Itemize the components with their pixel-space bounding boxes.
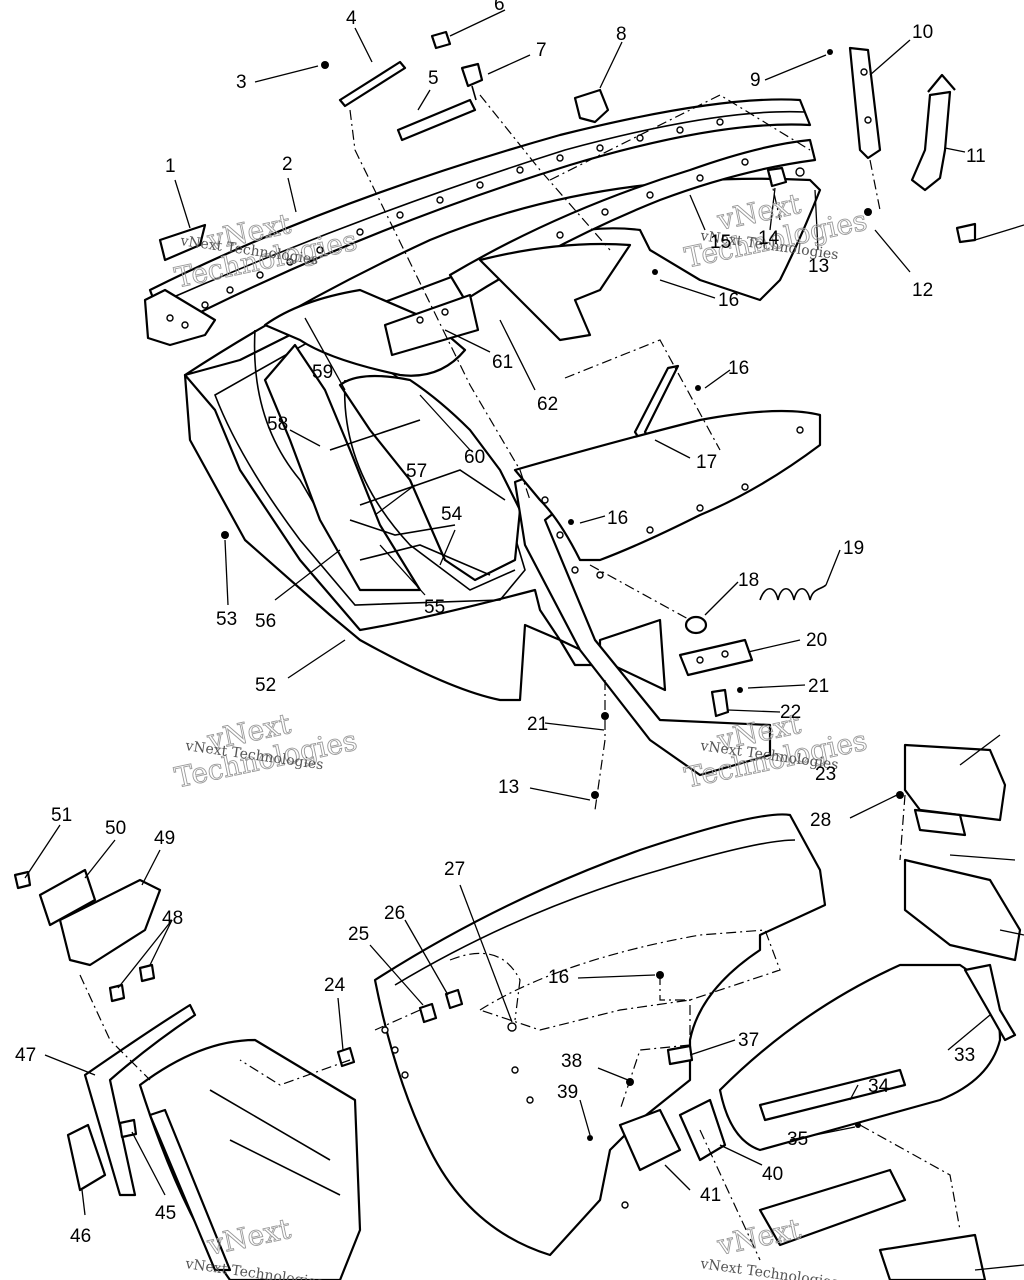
callout-label-c11: 11	[966, 146, 986, 167]
callout-label-c6: 6	[494, 0, 505, 15]
callout-label-c37: 37	[738, 1030, 759, 1051]
callout-label-c2: 2	[282, 154, 293, 175]
callout-label-c4: 4	[346, 8, 357, 29]
part-40-hinge-block	[678, 1098, 727, 1162]
callout-label-c5: 5	[428, 68, 439, 89]
callout-label-c49: 49	[154, 828, 175, 849]
part-20-hinge	[678, 638, 754, 677]
callout-label-c24: 24	[324, 975, 346, 996]
callout-label-c3: 3	[236, 72, 247, 93]
part-52-lower-panel	[183, 373, 667, 702]
callout-label-c23: 23	[815, 764, 836, 785]
callout-label-c60: 60	[464, 447, 485, 468]
callout-label-c13a: 13	[808, 256, 829, 277]
callout-label-c16d: 16	[548, 967, 569, 988]
part-1-end-bracket	[143, 288, 217, 347]
callout-label-c20: 20	[806, 630, 827, 651]
part-4-shim	[338, 60, 407, 108]
callout-label-c18: 18	[738, 570, 759, 591]
callout-label-c1: 1	[165, 156, 176, 177]
callout-label-c57: 57	[406, 461, 427, 482]
part-18-grommet	[684, 615, 708, 635]
callout-label-c47: 47	[15, 1045, 36, 1066]
part-8-clip	[573, 88, 610, 124]
callout-label-c38: 38	[561, 1051, 582, 1072]
callout-label-c21b: 21	[527, 714, 548, 735]
watermark-small: vNext Technologies	[698, 1256, 839, 1280]
callout-label-c16c: 16	[607, 508, 628, 529]
callout-label-c51: 51	[51, 805, 72, 826]
callout-label-c27: 27	[444, 859, 465, 880]
callout-label-c16a: 16	[718, 290, 739, 311]
fasteners	[221, 49, 872, 799]
callout-label-c34: 34	[868, 1076, 890, 1097]
callout-label-c58: 58	[267, 414, 288, 435]
callout-label-c9: 9	[750, 70, 761, 91]
part-61-plate	[383, 293, 480, 357]
callout-label-c56: 56	[255, 611, 276, 632]
part-41-hinge-block	[618, 1108, 682, 1172]
callout-label-c61: 61	[492, 352, 513, 373]
callout-label-c10: 10	[912, 22, 933, 43]
upper-frame-assembly	[143, 30, 977, 811]
watermark-line1: vNext	[714, 1212, 805, 1262]
part-47-handle-rail	[83, 1003, 197, 1197]
lower-hood-assembly	[13, 743, 1022, 1280]
callout-label-c25: 25	[348, 924, 369, 945]
leader-lines	[24, 9, 1024, 1271]
part-11-latch-handle	[910, 90, 952, 192]
callout-label-c54: 54	[441, 504, 463, 525]
callout-label-c35: 35	[787, 1129, 808, 1150]
callout-label-c40: 40	[762, 1164, 783, 1185]
callout-label-c50: 50	[105, 818, 126, 839]
callout-label-c14: 14	[758, 228, 780, 249]
callout-label-c62: 62	[537, 394, 558, 415]
callout-label-c16b: 16	[728, 358, 749, 379]
callout-label-c28: 28	[810, 810, 831, 831]
callout-label-c59: 59	[312, 362, 333, 383]
callout-label-c8: 8	[616, 24, 627, 45]
callout-label-c45: 45	[155, 1203, 176, 1224]
callout-label-c53: 53	[216, 609, 237, 630]
part-34-trim-strip	[758, 1068, 907, 1122]
callout-label-c12: 12	[912, 280, 933, 301]
callout-label-c46: 46	[70, 1226, 91, 1247]
callout-label-c17: 17	[696, 452, 717, 473]
callout-label-c7: 7	[536, 40, 547, 61]
part-19-spring	[759, 584, 827, 601]
part-59-seat-back	[263, 288, 467, 377]
callout-label-c15: 15	[710, 232, 731, 253]
part-10-bracket	[848, 46, 882, 160]
callout-label-c41: 41	[700, 1185, 721, 1206]
part-49-bracket	[58, 878, 162, 967]
callout-label-c39: 39	[557, 1082, 578, 1103]
part-60-bolster	[338, 374, 522, 582]
part-5-bar	[396, 98, 477, 142]
callout-label-c21a: 21	[808, 676, 829, 697]
part-50-plate	[38, 868, 97, 927]
callout-label-c22: 22	[780, 702, 801, 723]
rail-holes	[181, 118, 724, 319]
callout-label-c55: 55	[424, 597, 445, 618]
callout-label-c48: 48	[162, 908, 183, 929]
callout-label-c19: 19	[843, 538, 864, 559]
callout-label-c13b: 13	[498, 777, 519, 798]
callout-label-c26: 26	[384, 903, 405, 924]
hood-body	[373, 813, 827, 1257]
callout-label-c52: 52	[255, 675, 276, 696]
callout-label-c33: 33	[954, 1045, 975, 1066]
part-58-side-liner	[263, 343, 422, 592]
